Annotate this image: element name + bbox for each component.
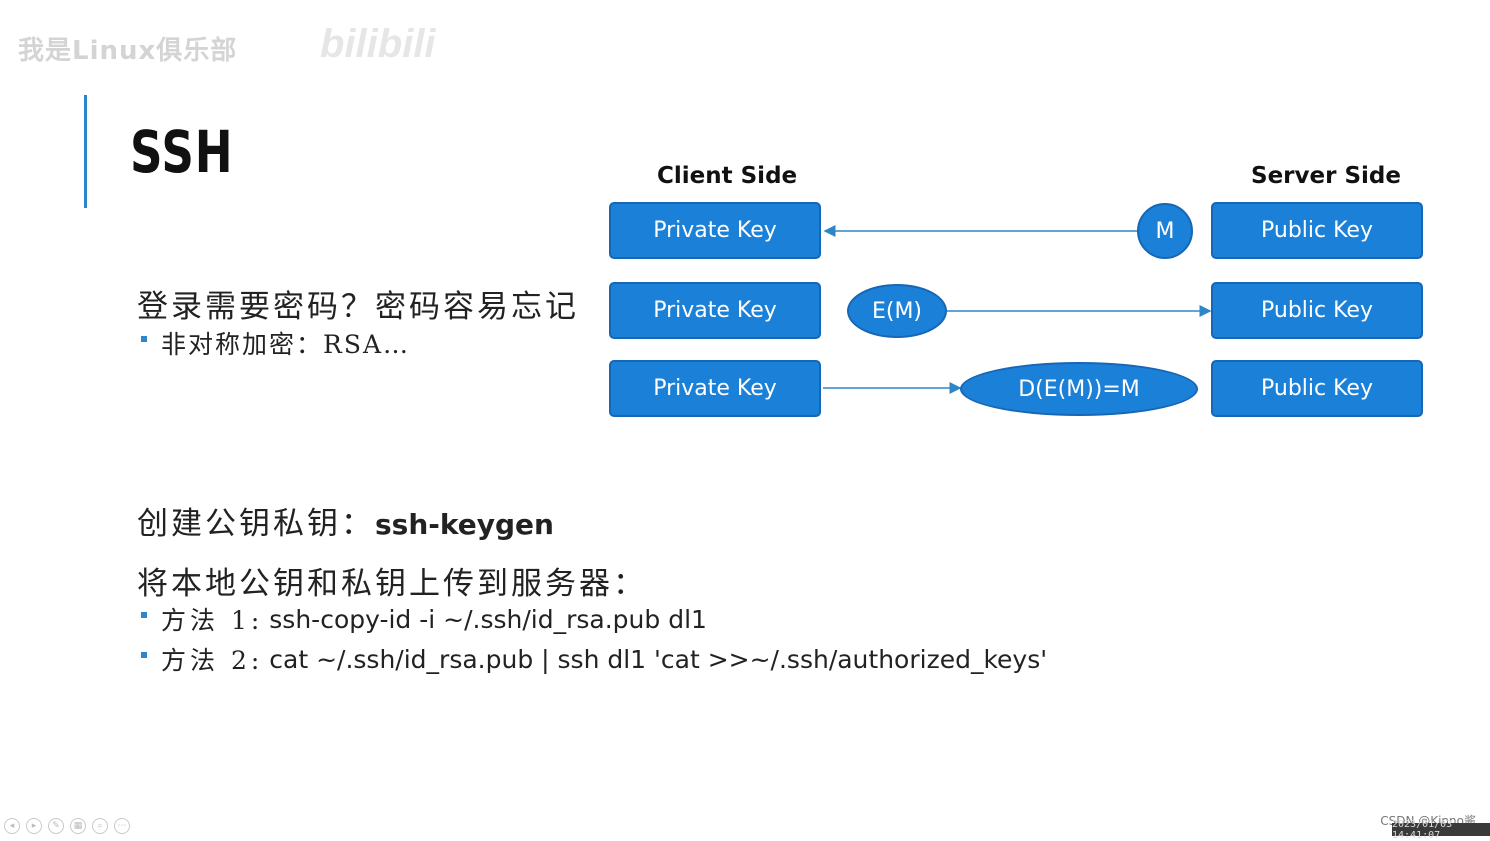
method-1-command: ssh-copy-id -i ~/.ssh/id_rsa.pub dl1: [269, 604, 707, 634]
player-toolbar: ◂ ▸ ✎ ▦ ⌕ ⋯: [4, 818, 130, 834]
more-icon[interactable]: ⋯: [114, 818, 130, 834]
timestamp: 2023/01/03 14:41:07: [1392, 819, 1490, 841]
decrypted-message-ellipse: D(E(M))=M: [960, 362, 1198, 416]
bilibili-logo: bilibili: [320, 22, 436, 66]
method-2-command: cat ~/.ssh/id_rsa.pub | ssh dl1 'cat >>~…: [269, 644, 1048, 674]
client-side-heading: Client Side: [657, 163, 798, 189]
message-m-circle: M: [1137, 203, 1193, 259]
private-key-box-2: Private Key: [609, 282, 821, 339]
asymmetric-encryption-text: 非对称加密：RSA…: [161, 330, 411, 359]
bullet-marker: [141, 652, 147, 658]
bullet-marker: [141, 612, 147, 618]
public-key-box-3: Public Key: [1211, 360, 1423, 417]
private-key-box-3: Private Key: [609, 360, 821, 417]
login-password-line: 登录需要密码？密码容易忘记: [137, 289, 579, 325]
upload-keys-line: 将本地公钥和私钥上传到服务器：: [137, 566, 647, 602]
zoom-icon[interactable]: ⌕: [92, 818, 108, 834]
ssh-keygen-command: ssh-keygen: [375, 508, 554, 541]
slide-title: SSH: [130, 118, 234, 186]
slides-icon[interactable]: ▦: [70, 818, 86, 834]
public-key-box-2: Public Key: [1211, 282, 1423, 339]
method-2-label: 方法 2:: [161, 646, 264, 675]
channel-watermark: 我是Linux俱乐部: [18, 36, 238, 66]
title-accent-bar: [84, 95, 87, 208]
method-2-bullet: 方法 2: cat ~/.ssh/id_rsa.pub | ssh dl1 'c…: [141, 641, 1047, 677]
server-side-heading: Server Side: [1251, 163, 1401, 189]
method-1-label: 方法 1:: [161, 606, 264, 635]
bullet-marker: [141, 336, 147, 342]
private-key-box-1: Private Key: [609, 202, 821, 259]
create-keys-line: 创建公钥私钥：ssh-keygen: [137, 498, 554, 543]
next-icon[interactable]: ▸: [26, 818, 42, 834]
previous-icon[interactable]: ◂: [4, 818, 20, 834]
method-1-bullet: 方法 1: ssh-copy-id -i ~/.ssh/id_rsa.pub d…: [141, 601, 707, 637]
asymmetric-encryption-bullet: 非对称加密：RSA…: [141, 325, 410, 361]
encrypted-message-ellipse: E(M): [847, 284, 947, 338]
create-keys-prefix: 创建公钥私钥：: [137, 506, 375, 542]
public-key-box-1: Public Key: [1211, 202, 1423, 259]
pen-icon[interactable]: ✎: [48, 818, 64, 834]
